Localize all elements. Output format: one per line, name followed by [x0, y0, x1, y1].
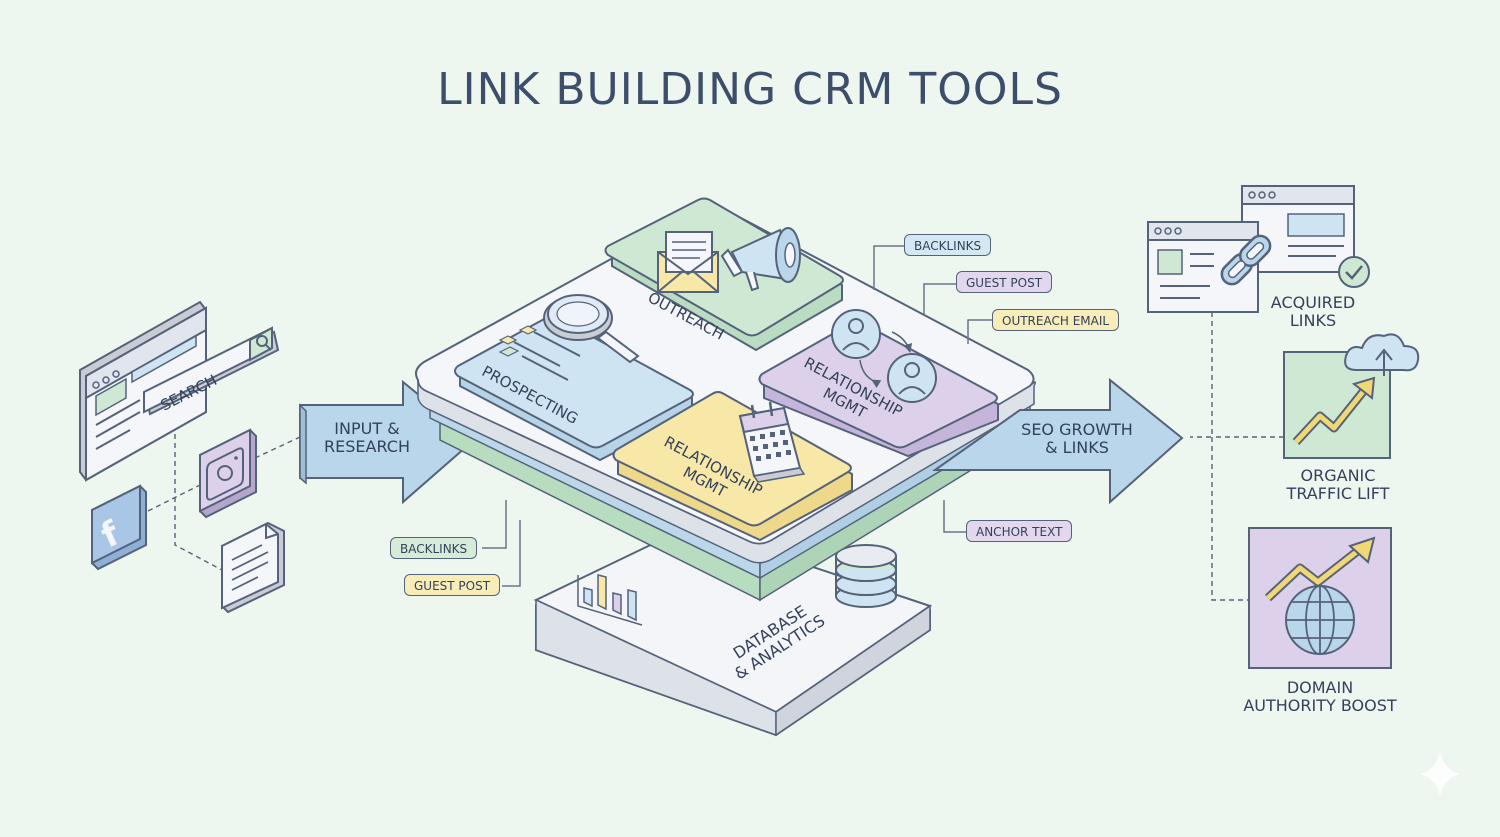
output-arrow-label-line1: SEO GROWTH [1021, 420, 1133, 439]
input-arrow-label-line1: INPUT & [334, 419, 400, 438]
domain-authority-label: DOMAIN AUTHORITY BOOST [1220, 679, 1420, 715]
facebook-icon: f [91, 484, 147, 571]
tag-backlinks-top: BACKLINKS [904, 234, 992, 256]
relationship-module-top [758, 309, 999, 458]
organic-traffic-label: ORGANIC TRAFFIC LIFT [1252, 467, 1424, 503]
output-arrow-label-line2: & LINKS [1045, 438, 1109, 457]
acquired-links-label-line1: ACQUIRED [1270, 293, 1356, 312]
acquired-links-icon [1147, 185, 1370, 313]
acquired-links-label-line2: LINKS [1289, 311, 1337, 330]
organic-traffic-label-line2: TRAFFIC LIFT [1286, 484, 1390, 503]
tag-anchor-text: ANCHOR TEXT [966, 520, 1073, 542]
page-title: LINK BUILDING CRM TOOLS [437, 64, 1063, 115]
output-arrow-label: SEO GROWTH & LINKS [1002, 421, 1152, 457]
dashed-connectors [139, 312, 1284, 601]
organic-traffic-icon [1283, 333, 1420, 459]
input-arrow-label: INPUT & RESEARCH [304, 420, 430, 456]
tag-backlinks-bottom: BACKLINKS [390, 537, 478, 559]
tag-guest-post-bottom: GUEST POST [404, 574, 501, 596]
sparkle-icon [1420, 752, 1460, 796]
analytics-base [533, 524, 933, 737]
domain-authority-label-line1: DOMAIN [1286, 678, 1354, 697]
domain-authority-icon [1248, 527, 1392, 669]
organic-traffic-label-line1: ORGANIC [1300, 466, 1376, 485]
document-icon [221, 521, 285, 614]
relationship-module-bottom [612, 391, 853, 542]
tag-outreach-email: OUTREACH EMAIL [992, 309, 1120, 331]
instagram-icon [199, 428, 257, 519]
prospecting-module [454, 294, 694, 462]
tag-connector-lines [482, 245, 992, 587]
outreach-module [604, 197, 844, 352]
domain-authority-label-line2: AUTHORITY BOOST [1243, 696, 1397, 715]
acquired-links-label: ACQUIRED LINKS [1238, 294, 1388, 330]
tag-guest-post-top: GUEST POST [956, 271, 1053, 293]
input-arrow-label-line2: RESEARCH [324, 437, 410, 456]
output-arrow [931, 377, 1184, 505]
